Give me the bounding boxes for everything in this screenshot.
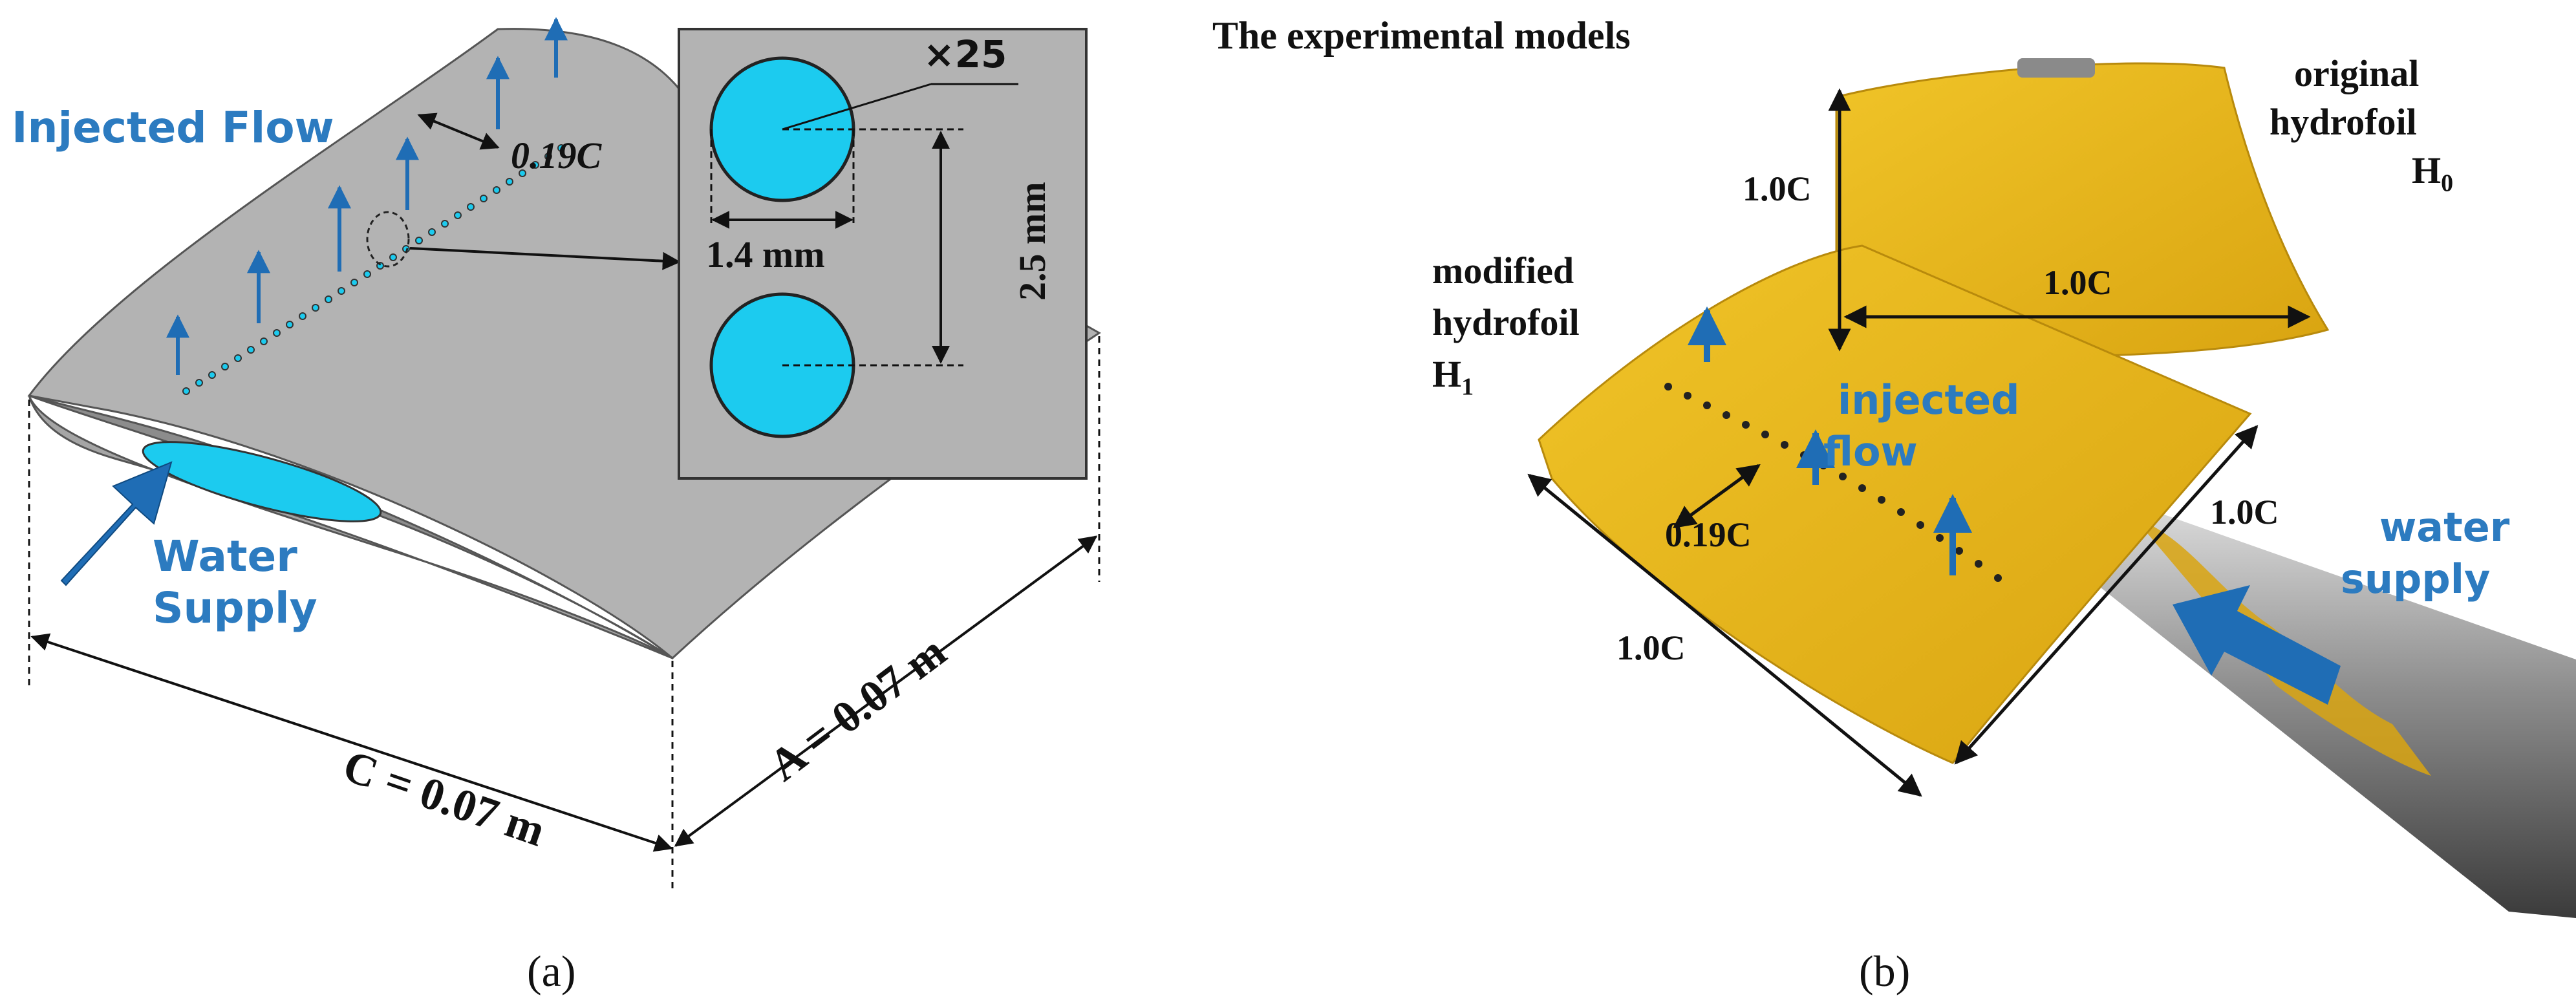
dim-h0-chord-label: 1.0C xyxy=(2043,263,2112,302)
panel-b-dimensions xyxy=(1527,88,2311,797)
panel-b-title: The experimental models xyxy=(1212,14,1631,57)
panel-b-photo xyxy=(1527,58,2576,918)
h0-mount xyxy=(2017,58,2095,78)
h1-label-line1: modified xyxy=(1432,250,1574,292)
hole-detail-inset xyxy=(678,28,1088,480)
water-supply-arrow xyxy=(60,461,173,586)
h0-label-line1: original xyxy=(2294,52,2420,94)
hole-count-label: ×25 xyxy=(923,32,1007,76)
injected-flow-label: Injected Flow xyxy=(12,103,334,153)
zoom-indicator xyxy=(366,211,410,268)
caption-b: (b) xyxy=(1859,947,1911,996)
hole-diameter-label: 1.4 mm xyxy=(706,233,825,275)
injection-holes xyxy=(182,144,565,395)
dim-h1-chord-label: 1.0C xyxy=(1616,628,1686,667)
water-label-line1: water xyxy=(2379,504,2510,551)
h1-subscript: 1 xyxy=(1461,373,1474,401)
dim-position-label: 0.19C xyxy=(1665,515,1752,554)
injected-label-line1: injected xyxy=(1838,376,2020,423)
h1-label-line3: H1 xyxy=(1432,353,1474,401)
dim-vertical-label: 1.0C xyxy=(1743,169,1812,208)
position-dimension xyxy=(417,112,500,150)
zoom-leader-arrow xyxy=(409,247,681,270)
water-supply-label-line1: Water xyxy=(153,531,297,581)
injected-label-line2: flow xyxy=(1823,428,1918,475)
h1-label-line2: hydrofoil xyxy=(1432,301,1580,343)
h0-subscript: 0 xyxy=(2441,169,2454,197)
caption-a: (a) xyxy=(527,947,576,996)
hole-spacing-label: 2.5 mm xyxy=(1011,182,1053,301)
dim-h1-span-label: 1.0C xyxy=(2210,493,2279,531)
h0-label-line2: hydrofoil xyxy=(2270,101,2417,143)
span-dimension xyxy=(674,535,1098,847)
water-label-line2: supply xyxy=(2341,555,2491,603)
water-channel xyxy=(142,441,382,522)
chord-dimension xyxy=(30,633,673,852)
position-label: 0.19C xyxy=(511,134,602,177)
water-supply-label-line2: Supply xyxy=(153,583,317,633)
h0-label-line3: H0 xyxy=(2412,149,2454,197)
